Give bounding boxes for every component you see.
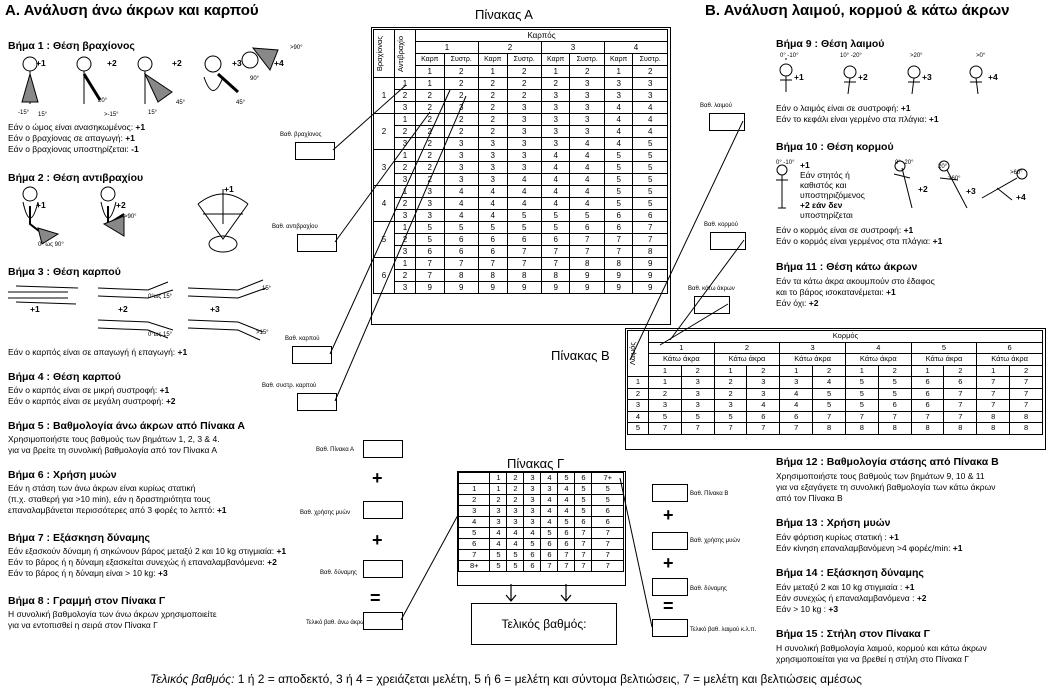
footer-text: 1 ή 2 = αποδεκτό, 3 ή 4 = χρειάζεται μελ… xyxy=(234,672,861,686)
footer-legend: Τελικός βαθμός: 1 ή 2 = αποδεκτό, 3 ή 4 … xyxy=(150,672,862,686)
footer-label: Τελικός βαθμός: xyxy=(150,672,234,686)
